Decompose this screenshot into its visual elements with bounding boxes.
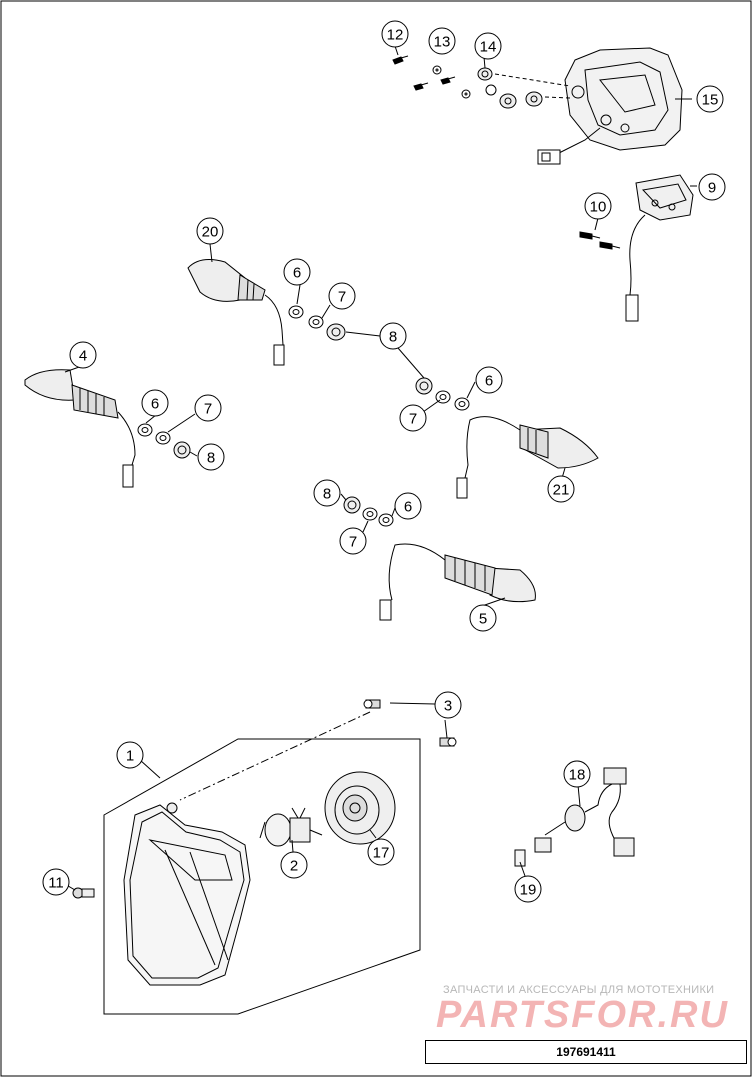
callout-7: 7 <box>409 411 417 428</box>
callout-8: 8 <box>207 450 215 467</box>
callout-11: 11 <box>48 875 64 892</box>
callout-19: 19 <box>520 882 537 899</box>
callout-21: 21 <box>553 482 570 499</box>
callout-6: 6 <box>151 396 159 413</box>
signal-21-fasteners <box>415 377 470 411</box>
callout-6: 6 <box>293 265 301 282</box>
mounting-screw <box>72 887 95 899</box>
callout-13: 13 <box>434 34 451 51</box>
callout-8: 8 <box>389 329 397 346</box>
callout-18: 18 <box>569 767 586 784</box>
signal-5-fasteners <box>343 496 394 527</box>
cluster-fasteners <box>392 55 571 109</box>
headlight-mask <box>123 802 251 986</box>
callout-17: 17 <box>373 845 390 862</box>
headlight-screws <box>179 699 457 801</box>
parking-light-harness <box>514 767 635 867</box>
callout-2: 2 <box>290 858 298 875</box>
rear-light <box>579 174 694 322</box>
callout-9: 9 <box>708 180 716 197</box>
callout-1: 1 <box>126 748 134 765</box>
callout-3: 3 <box>444 698 452 715</box>
callout-14: 14 <box>480 39 497 56</box>
bulb-socket-cover <box>324 771 396 845</box>
turn-signal-21 <box>456 416 599 499</box>
callout-15: 15 <box>702 92 719 109</box>
callout-4: 4 <box>79 348 87 365</box>
callout-12: 12 <box>387 27 404 44</box>
watermark-caption: ЗАПЧАСТИ И АКСЕССУАРЫ ДЛЯ МОТОТЕХНИКИ <box>443 984 715 996</box>
diagram-part-number: 197691411 <box>425 1040 747 1064</box>
callout-20: 20 <box>202 224 219 241</box>
callout-7: 7 <box>349 534 357 551</box>
turn-signal-20 <box>187 259 285 366</box>
callout-7: 7 <box>204 401 212 418</box>
callout-6: 6 <box>404 499 412 516</box>
signal-20-fasteners <box>288 305 346 341</box>
instrument-cluster <box>537 47 683 165</box>
signal-4-fasteners <box>137 423 191 459</box>
callout-8: 8 <box>323 486 331 503</box>
turn-signal-4 <box>24 369 136 488</box>
callout-7: 7 <box>338 289 346 306</box>
callout-leaders <box>57 45 697 891</box>
watermark-brand: PARTSFOR.RU <box>436 994 729 1036</box>
callout-circles <box>42 20 726 903</box>
callout-10: 10 <box>590 199 607 216</box>
callout-5: 5 <box>479 611 487 628</box>
headlight-group-outline <box>103 738 421 1015</box>
headlight-bulb <box>259 807 323 847</box>
turn-signal-5 <box>379 543 536 621</box>
callout-6: 6 <box>485 373 493 390</box>
